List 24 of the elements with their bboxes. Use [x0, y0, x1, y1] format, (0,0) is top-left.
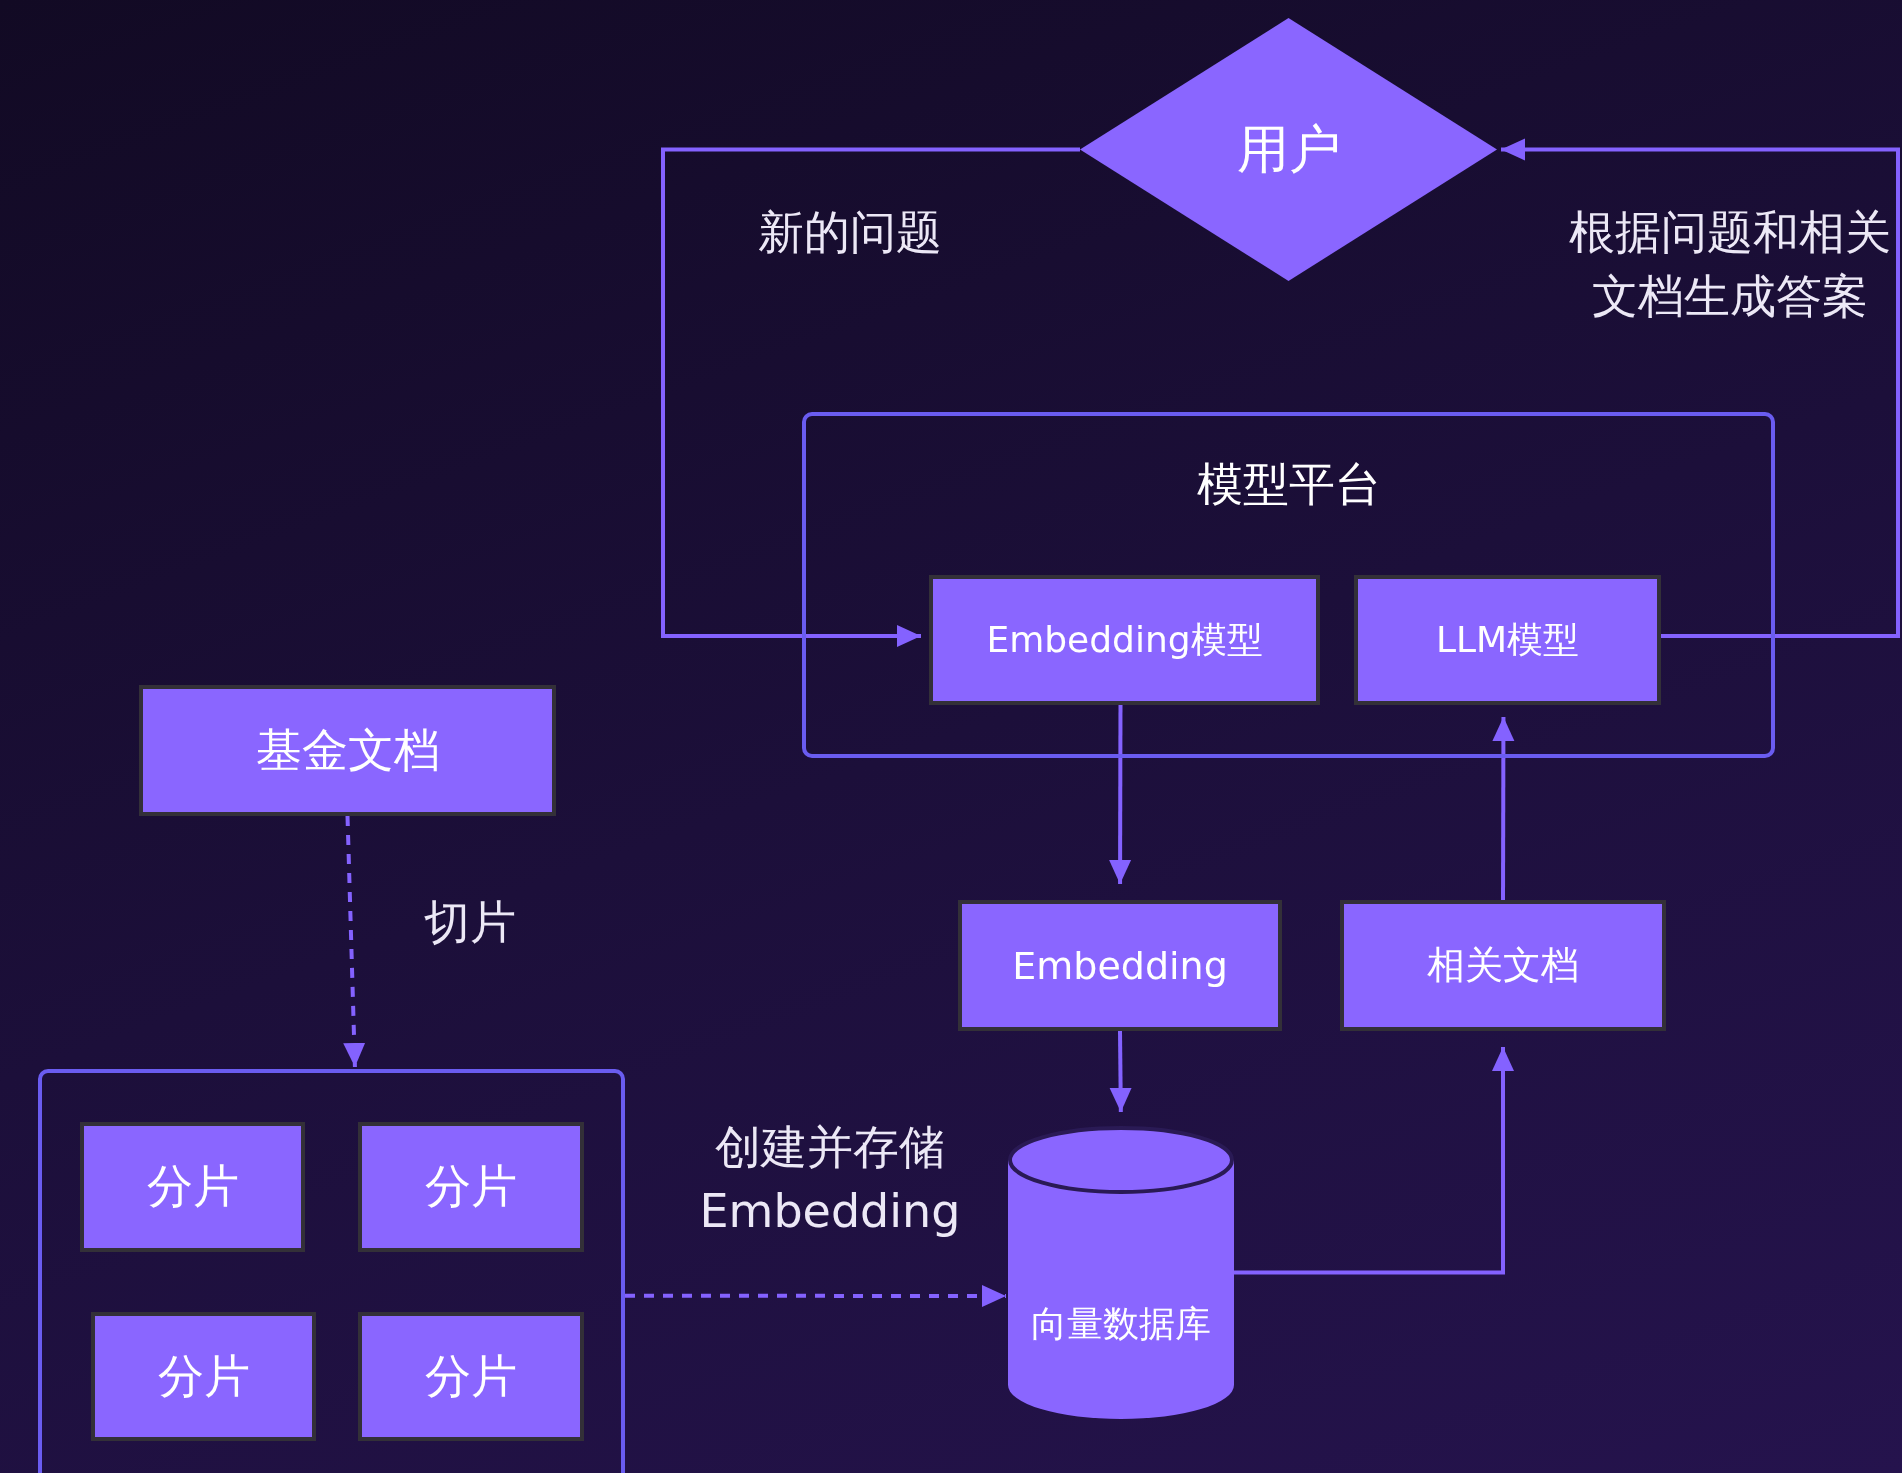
- edge-label: 创建并存储 Embedding: [698, 1119, 962, 1241]
- group-frame: [38, 1069, 625, 1473]
- process-box: LLM模型: [1354, 575, 1661, 705]
- process-box: 分片: [80, 1122, 305, 1252]
- arrow: [1492, 717, 1515, 900]
- process-box: 相关文档: [1340, 900, 1666, 1031]
- group-heading: 模型平台: [1195, 456, 1382, 513]
- edge-label: 新的问题: [757, 204, 943, 261]
- group-frame: [802, 412, 1775, 758]
- arrow: [1109, 1030, 1132, 1113]
- arrow: [661, 147, 1080, 647]
- arrow: [625, 1284, 1006, 1307]
- process-box: 基金文档: [139, 685, 556, 816]
- process-box: 分片: [358, 1312, 584, 1441]
- arrow: [343, 815, 366, 1068]
- arrow: [1501, 138, 1900, 638]
- process-box: Embedding: [958, 900, 1282, 1031]
- process-box: Embedding模型: [929, 575, 1320, 705]
- decision-diamond: 用户: [1080, 18, 1497, 281]
- edge-label: 根据问题和相关文档生成答案: [1568, 204, 1892, 326]
- process-box: 分片: [358, 1122, 584, 1252]
- arrow: [1234, 1047, 1514, 1275]
- edge-label: 切片: [423, 894, 517, 951]
- process-box: 分片: [91, 1312, 316, 1441]
